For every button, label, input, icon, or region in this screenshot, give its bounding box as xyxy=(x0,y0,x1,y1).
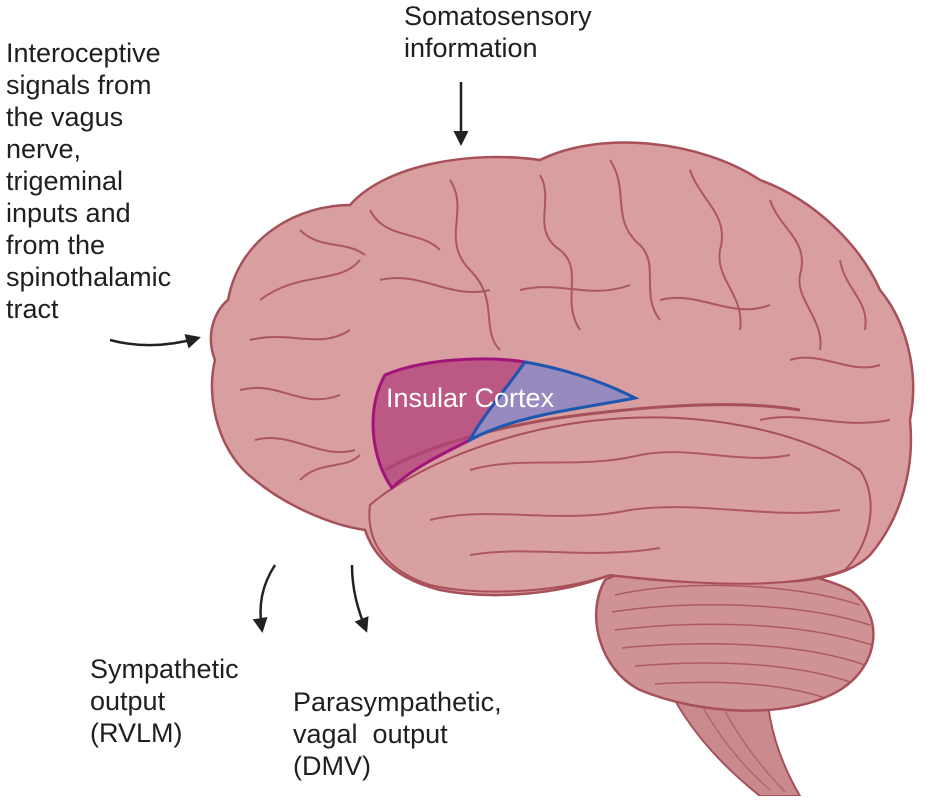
label-line: output xyxy=(90,686,166,716)
somatosensory-label: Somatosensory information xyxy=(404,0,592,64)
label-line: Parasympathetic, xyxy=(293,687,502,717)
label-line: Interoceptive xyxy=(6,38,161,68)
label-line: information xyxy=(404,33,538,63)
label-line: spinothalamic xyxy=(6,262,172,292)
label-line: Sympathetic xyxy=(90,654,239,684)
parasympathetic-arrow xyxy=(350,564,369,633)
label-line: (RVLM) xyxy=(90,718,183,748)
label-line: tract xyxy=(6,294,59,324)
label-line: the vagus xyxy=(6,102,124,132)
label-line: (DMV) xyxy=(293,751,371,781)
sympathetic-arrow xyxy=(252,564,277,633)
label-line: from the xyxy=(6,230,106,260)
label-line: inputs and xyxy=(6,198,131,228)
interoceptive-label: Interoceptive signals from the vagus ner… xyxy=(6,37,171,325)
parasympathetic-label: Parasympathetic, vagal output (DMV) xyxy=(293,686,502,782)
label-line: nerve, xyxy=(6,134,82,164)
label-line: vagal output xyxy=(293,719,448,749)
label-line: trigeminal xyxy=(6,166,124,196)
insular-cortex-label: Insular Cortex xyxy=(386,383,555,413)
insula-posterior xyxy=(466,360,640,444)
sympathetic-label: Sympathetic output (RVLM) xyxy=(90,653,239,749)
interoceptive-arrow xyxy=(109,334,201,349)
label-line: Somatosensory xyxy=(404,1,592,31)
label-line: signals from xyxy=(6,70,152,100)
